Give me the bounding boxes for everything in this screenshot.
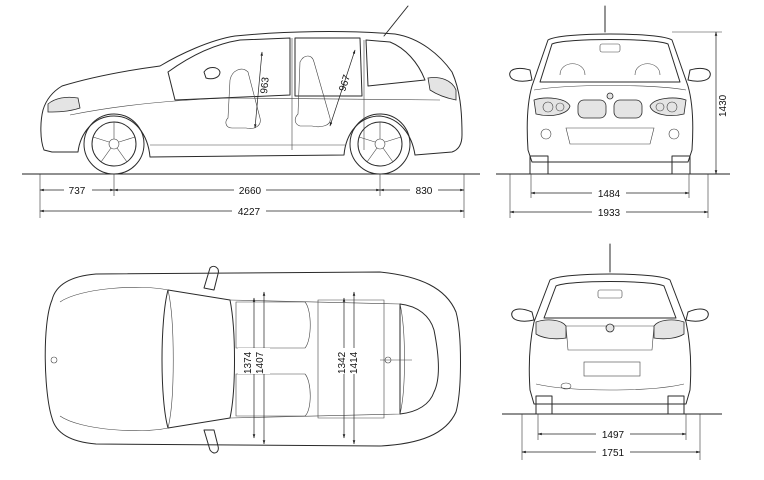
track-rear-label: 1497 — [602, 430, 625, 441]
rear-window — [543, 281, 677, 319]
rear-tyre-right — [667, 395, 685, 415]
rear-body-outline — [528, 273, 692, 405]
top-mirror-left — [203, 265, 219, 291]
rear-plate — [583, 361, 641, 377]
rear-tailgate — [565, 325, 655, 351]
rear-bumper — [535, 383, 685, 391]
rear-brake-light — [597, 289, 623, 299]
front-logo — [606, 92, 614, 100]
top-view: 1374 1407 1342 1414 — [44, 265, 461, 454]
front-tyre-left — [529, 155, 549, 175]
side-quarter-window — [365, 39, 426, 87]
rear-taillight-left — [535, 319, 567, 340]
top-mirror-right — [203, 429, 219, 454]
front-fog-left — [540, 128, 552, 140]
front-tyre-right — [671, 155, 691, 175]
front-rear-view-mirror — [599, 43, 621, 53]
front-grille-left — [577, 99, 607, 119]
side-belt-line — [69, 97, 441, 116]
side-front-wheel — [83, 113, 145, 175]
rear-mirror-right — [685, 308, 709, 322]
front-fog-right — [668, 128, 680, 140]
body-width-label: 1751 — [602, 448, 625, 459]
elbow-front-label: 1407 — [255, 351, 266, 374]
front-headlight-right — [649, 97, 687, 116]
rear-mirror-left — [511, 308, 535, 322]
front-lower-intake — [565, 127, 655, 145]
width-label: 1933 — [598, 208, 621, 219]
top-front-seat-right — [235, 373, 311, 417]
top-rear-bench — [317, 299, 385, 419]
rear-overhang-label: 830 — [416, 186, 433, 197]
length-label: 4227 — [238, 207, 261, 218]
side-view: 963 967 737 2660 830 4227 — [22, 5, 480, 218]
top-front-seat-left — [235, 301, 311, 349]
front-grille-right — [613, 99, 643, 119]
front-windshield — [539, 39, 681, 83]
side-body-outline — [40, 31, 463, 158]
front-body-outline — [526, 33, 694, 163]
front-right-mirror — [687, 67, 711, 82]
height-label: 1430 — [718, 94, 729, 117]
top-logo — [50, 356, 58, 364]
front-view: 1430 1484 1933 — [496, 5, 730, 219]
front-overhang-label: 737 — [69, 186, 86, 197]
side-front-window — [167, 37, 291, 101]
rear-view: 1497 1751 — [502, 243, 722, 460]
side-front-seat — [225, 68, 261, 129]
side-rear-window — [294, 37, 363, 97]
front-seat-left — [559, 63, 586, 76]
side-taillight — [427, 77, 457, 101]
elbow-rear-label: 1414 — [349, 351, 360, 374]
side-headlight — [47, 96, 81, 113]
rear-exhaust — [560, 382, 572, 390]
top-body-outline — [44, 271, 461, 447]
shoulder-front-label: 1374 — [243, 351, 254, 374]
top-windshield — [161, 289, 235, 429]
front-seat-right — [634, 63, 661, 76]
shoulder-rear-label: 1342 — [337, 351, 348, 374]
top-hood — [59, 287, 174, 431]
rear-tyre-left — [535, 395, 553, 415]
front-left-mirror — [509, 67, 533, 82]
front-hood-line — [533, 85, 687, 91]
rear-logo — [605, 323, 615, 333]
wheelbase-label: 2660 — [239, 186, 262, 197]
side-rear-seat — [294, 55, 331, 128]
headroom-rear-line — [329, 49, 356, 127]
side-rear-wheel — [349, 113, 411, 175]
headroom-front-label: 963 — [259, 76, 272, 94]
side-mirror — [203, 67, 221, 80]
headroom-rear-label: 967 — [337, 73, 353, 93]
side-antenna — [383, 5, 409, 37]
top-rear-window — [399, 303, 439, 415]
headroom-front-line — [254, 51, 263, 129]
track-front-label: 1484 — [598, 189, 621, 200]
front-headlight-left — [533, 97, 571, 116]
rear-taillight-right — [653, 319, 685, 340]
